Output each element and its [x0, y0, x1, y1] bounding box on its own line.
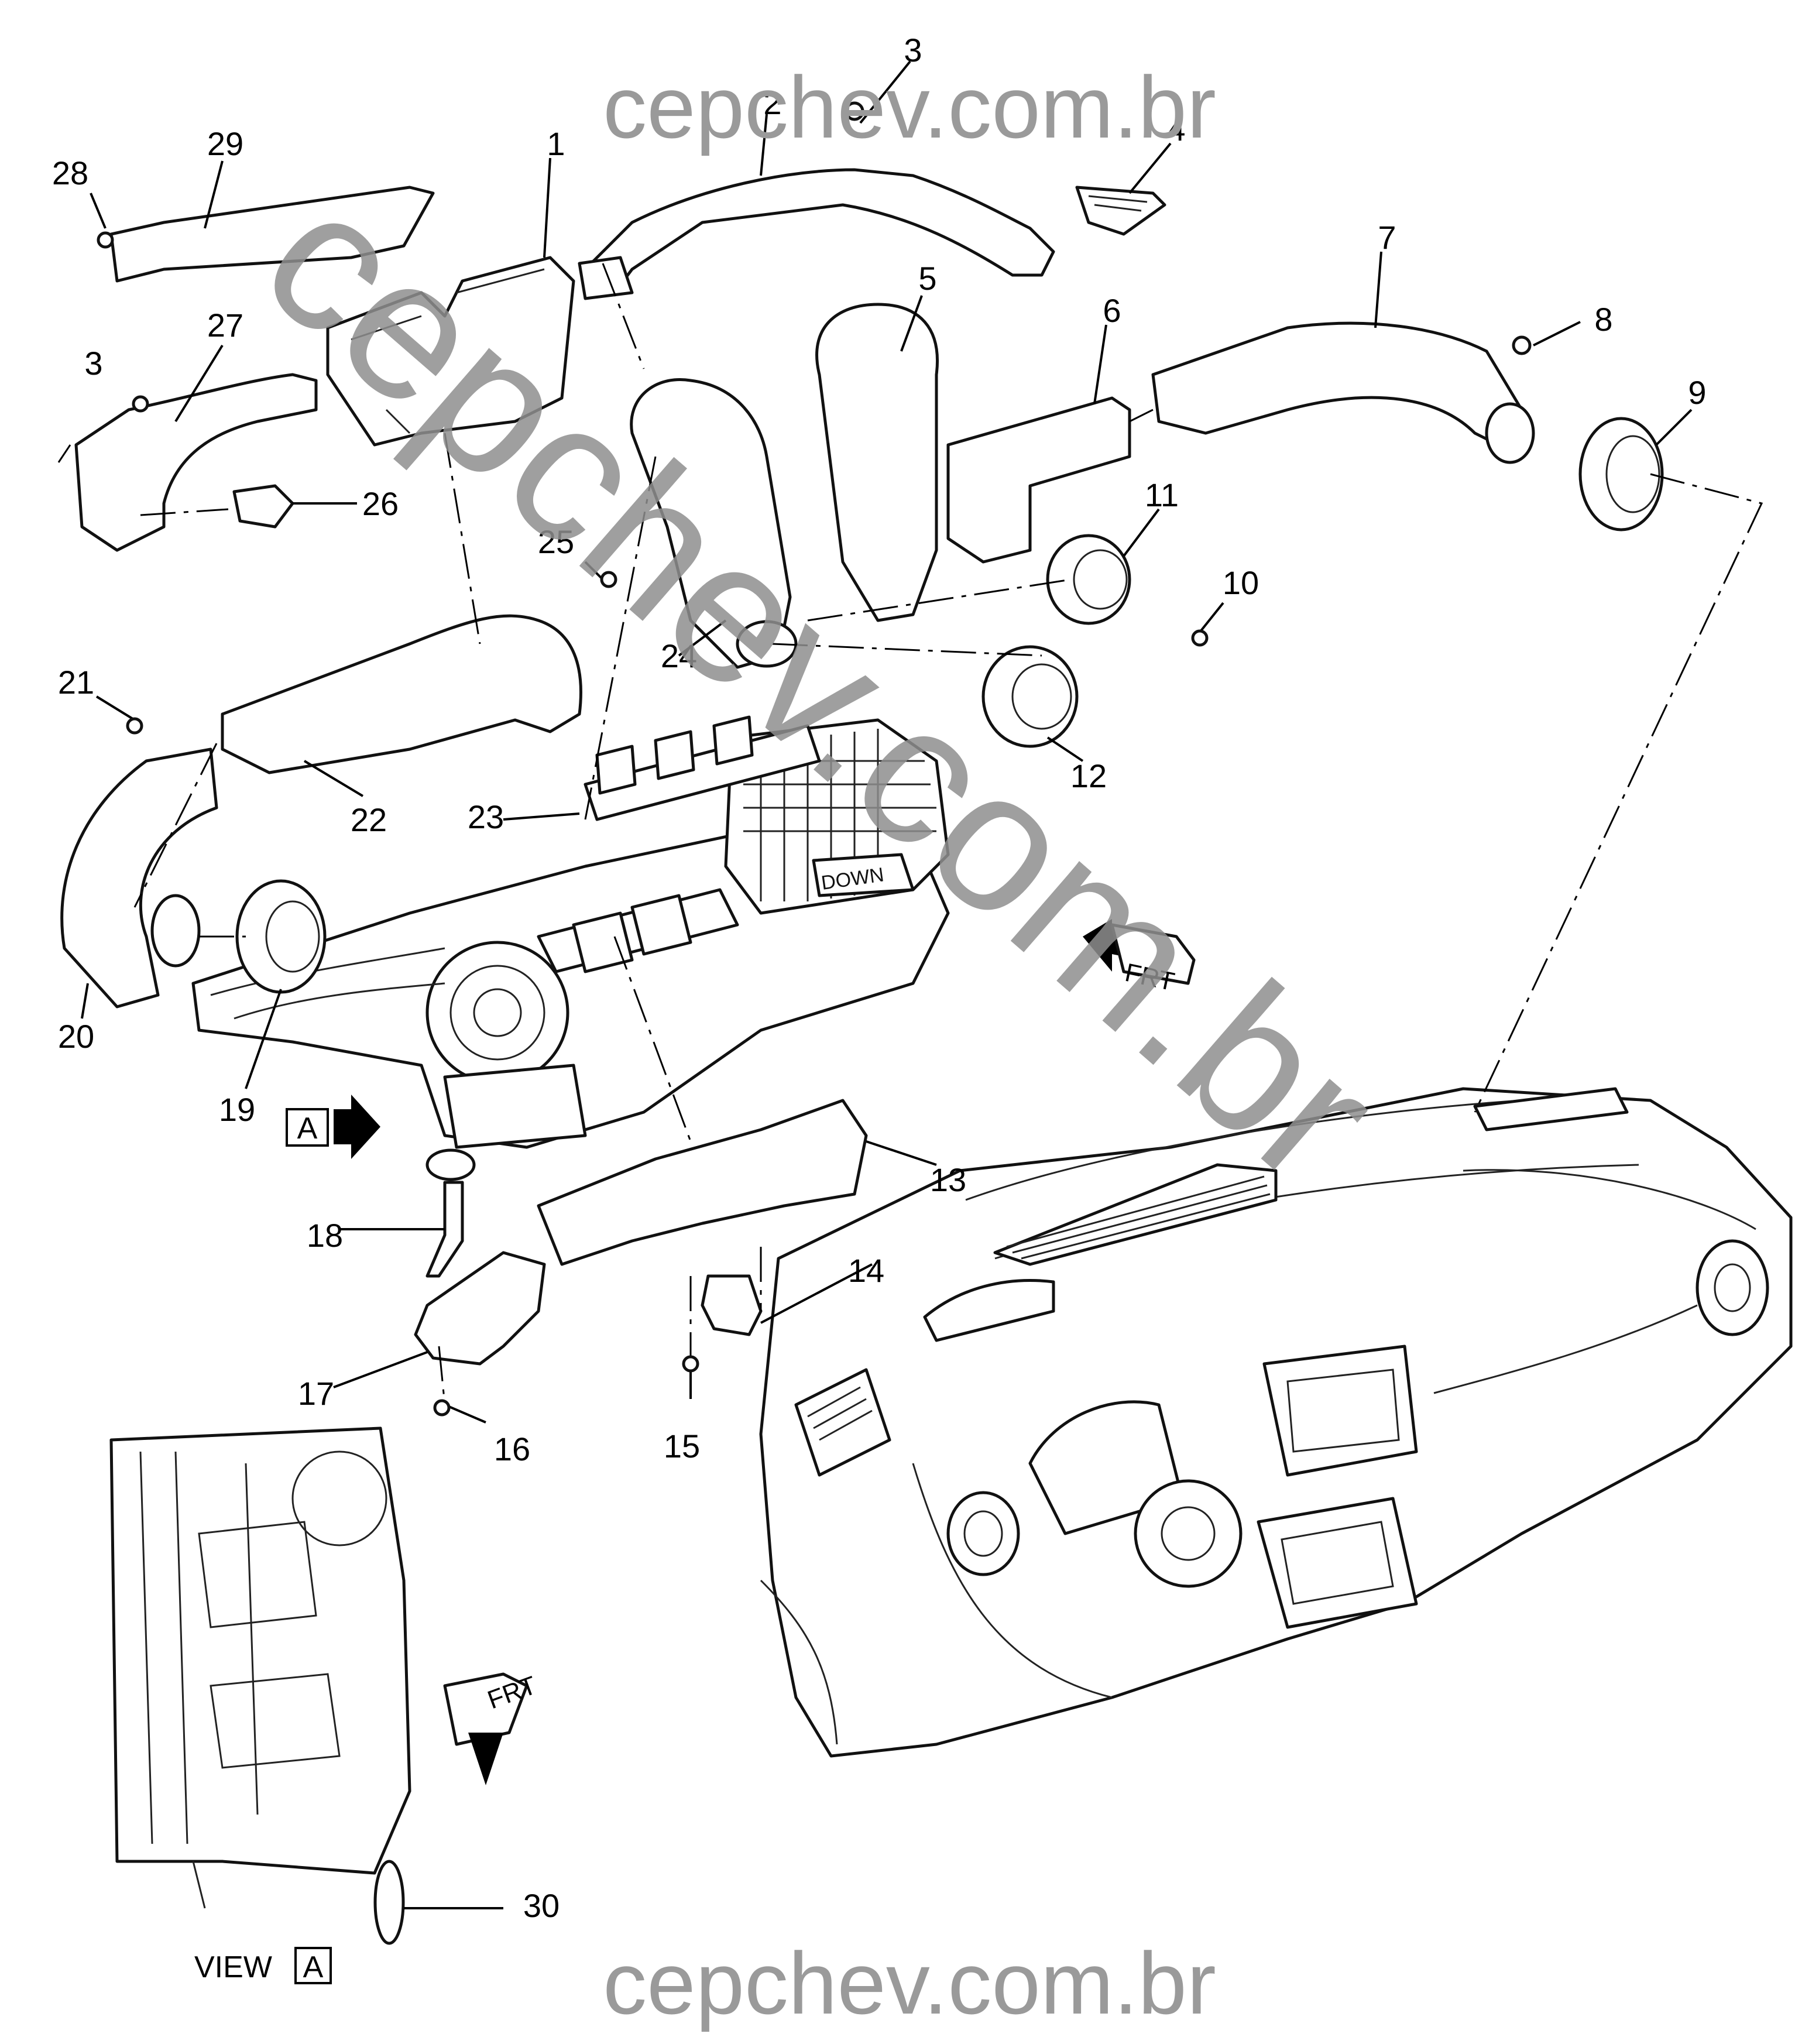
callout-30: 30 — [523, 1887, 560, 1924]
callout-11: 11 — [1145, 476, 1179, 513]
callout-25: 25 — [538, 523, 574, 560]
callout-3-left: 3 — [84, 345, 102, 382]
nozzle-part-4 — [1075, 186, 1166, 236]
duct-part-20 — [60, 747, 218, 1009]
callout-7: 7 — [1378, 219, 1396, 256]
instrument-panel — [759, 1087, 1793, 1758]
callout-5: 5 — [918, 260, 936, 297]
view-a-detail — [109, 1426, 411, 1909]
duct-part-17 — [414, 1251, 546, 1366]
callout-9: 9 — [1688, 374, 1706, 411]
callout-6: 6 — [1103, 292, 1121, 329]
bracket-part-14 — [701, 1274, 763, 1336]
duct-part-2 — [584, 168, 1055, 294]
trim-part-29 — [109, 186, 435, 283]
nozzle-part-26 — [232, 484, 294, 529]
view-caption-letter: A — [303, 1950, 324, 1984]
callout-16: 16 — [494, 1431, 530, 1467]
callout-27: 27 — [207, 307, 243, 344]
fasteners — [97, 101, 1532, 1417]
callout-labels: 1 2 3 3 4 5 6 7 8 9 10 11 12 13 14 15 16… — [52, 32, 1707, 1924]
callout-20: 20 — [58, 1018, 94, 1055]
callout-10: 10 — [1223, 564, 1259, 601]
callout-17: 17 — [298, 1375, 334, 1412]
callout-18: 18 — [307, 1217, 343, 1254]
seal-part-30 — [373, 1860, 405, 1945]
duct-part-24 — [630, 378, 792, 669]
duct-part-1 — [326, 256, 575, 447]
callout-14: 14 — [848, 1252, 884, 1289]
callout-12: 12 — [1070, 757, 1107, 794]
callout-3-top: 3 — [904, 32, 922, 68]
front-direction-arrow-view-a: FRT — [443, 1671, 540, 1785]
duct-part-13 — [537, 1099, 868, 1266]
callout-1: 1 — [547, 125, 565, 162]
callout-21: 21 — [58, 664, 94, 701]
callout-29: 29 — [207, 125, 243, 162]
callout-28: 28 — [52, 155, 88, 191]
callout-2: 2 — [763, 84, 781, 121]
duct-part-27 — [74, 373, 318, 552]
duct-part-22 — [221, 614, 582, 774]
callout-13: 13 — [930, 1161, 966, 1198]
callout-8: 8 — [1594, 301, 1612, 338]
callout-19: 19 — [219, 1091, 255, 1128]
center-lines — [57, 263, 1763, 1405]
duct-part-6 — [946, 396, 1131, 564]
watermark-bottom: cepchev.com.br — [603, 1934, 1216, 2032]
hvac-module: DOWN — [191, 715, 950, 1149]
view-a-marker: A — [286, 1095, 380, 1159]
outlet-part-19 — [235, 879, 327, 994]
callout-24: 24 — [661, 637, 697, 674]
callout-4: 4 — [1167, 111, 1185, 148]
duct-part-5 — [815, 303, 939, 622]
callout-22: 22 — [351, 801, 387, 838]
outlet-part-9 — [1578, 417, 1664, 531]
duct-part-7 — [1151, 321, 1523, 447]
view-a-caption: VIEW A — [194, 1947, 332, 1984]
view-a-marker-letter: A — [297, 1112, 318, 1146]
outlet-part-11 — [1046, 534, 1131, 625]
callout-15: 15 — [664, 1428, 700, 1465]
watermark-top: cepchev.com.br — [603, 58, 1216, 156]
view-caption-prefix: VIEW — [194, 1950, 272, 1984]
callout-23: 23 — [468, 798, 504, 835]
outlet-part-12 — [981, 645, 1079, 748]
callout-leaders — [81, 60, 1693, 1909]
callout-26: 26 — [362, 485, 399, 522]
